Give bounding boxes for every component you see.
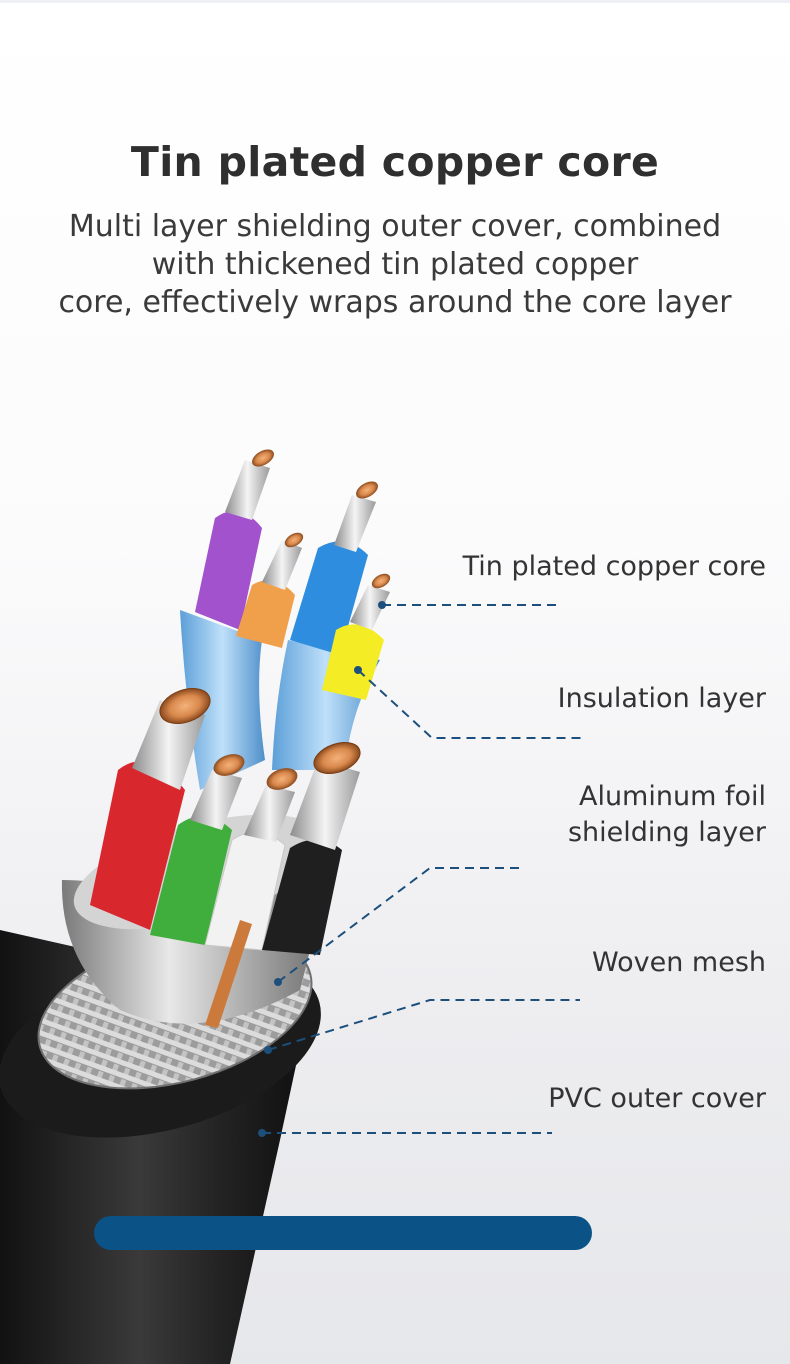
green-wire — [150, 754, 245, 945]
drain-wire — [205, 920, 252, 1028]
callout-label: Woven mesh — [591, 947, 766, 978]
white-wire — [204, 768, 298, 951]
callout-label-line-1: Aluminum foil — [578, 781, 766, 812]
callout-insulation-layer: Insulation layer — [558, 681, 766, 717]
callout-tin-plated-copper-core: Tin plated copper core — [463, 549, 766, 585]
callout-pvc-outer-cover: PVC outer cover — [548, 1081, 766, 1117]
description: Multi layer shielding outer cover, combi… — [20, 208, 770, 322]
leader-dots — [258, 601, 386, 1137]
leader-lines — [262, 604, 582, 1134]
cable-cross-section-illustration — [0, 449, 582, 1364]
purple-wire — [195, 449, 274, 630]
black-wire — [262, 741, 361, 955]
top-divider — [0, 0, 790, 3]
accent-bar — [94, 1216, 592, 1250]
orange-wire — [236, 532, 304, 648]
callout-label: PVC outer cover — [548, 1083, 766, 1114]
foil-wrapped-pair-left — [180, 610, 265, 790]
description-line-2: with thickened tin plated copper — [151, 247, 639, 282]
page-title: Tin plated copper core — [130, 138, 660, 186]
leader-line-mesh — [267, 999, 580, 1051]
callout-label: Tin plated copper core — [462, 551, 766, 582]
description-line-3: core, effectively wraps around the core … — [58, 285, 732, 320]
callout-aluminum-foil: Aluminum foil shielding layer — [568, 779, 766, 851]
red-wire — [90, 688, 211, 930]
callout-label: Insulation layer — [557, 683, 766, 714]
callout-woven-mesh: Woven mesh — [592, 945, 766, 981]
leader-line-insulation — [357, 669, 582, 739]
blue-wire — [290, 481, 378, 655]
callout-label-line-2: shielding layer — [567, 817, 766, 848]
leader-line-foil — [277, 867, 524, 983]
description-line-1: Multi layer shielding outer cover, combi… — [68, 209, 722, 244]
yellow-wire — [322, 573, 391, 700]
